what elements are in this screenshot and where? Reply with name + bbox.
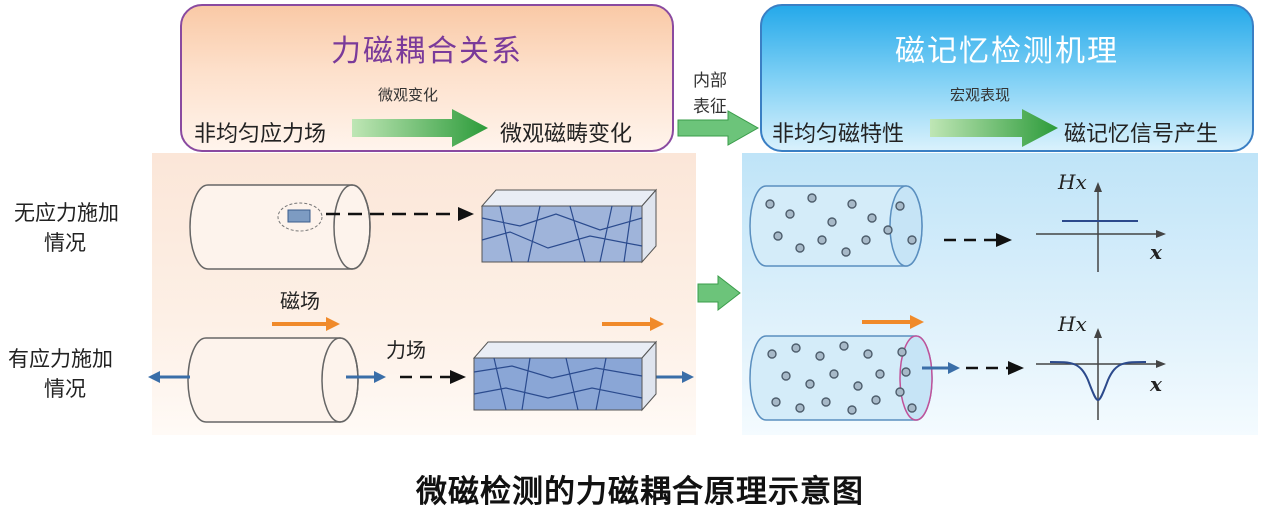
right-from-text: 非均匀磁特性 bbox=[772, 122, 905, 147]
internal-label-1: 内部 bbox=[693, 71, 727, 91]
top-graph-x-label: x bbox=[1150, 240, 1162, 264]
right-green-arrow-icon bbox=[930, 109, 1058, 147]
magnetic-field-label: 磁场 bbox=[280, 289, 320, 313]
with-stress-label-2: 情况 bbox=[44, 377, 86, 401]
with-stress-label-1: 有应力施加 bbox=[8, 347, 113, 371]
right-transition-label: 宏观表现 bbox=[950, 86, 1011, 104]
cylinder-with-stress bbox=[187, 337, 359, 423]
right-box-title: 磁记忆检测机理 bbox=[895, 34, 1119, 69]
cylinder-no-stress bbox=[189, 184, 371, 270]
left-to-text: 微观磁畴变化 bbox=[500, 122, 633, 147]
internal-label-2: 表征 bbox=[693, 97, 727, 117]
right-to-text: 磁记忆信号产生 bbox=[1064, 122, 1219, 147]
magnetized-cylinder-no-stress bbox=[749, 185, 923, 267]
magnetized-cylinder-with-stress bbox=[749, 335, 933, 421]
bottom-graph-y-label: Hx bbox=[1058, 312, 1087, 336]
no-stress-label-2: 情况 bbox=[44, 231, 86, 255]
force-magnetic-coupling-box: 力磁耦合关系 微观变化 非均匀应力场 微观磁畴变化 bbox=[180, 4, 674, 152]
domain-block-no-stress bbox=[480, 188, 658, 264]
left-from-text: 非均匀应力场 bbox=[194, 122, 327, 147]
force-field-label: 力场 bbox=[386, 338, 426, 362]
domain-block-with-stress bbox=[472, 340, 658, 412]
left-transition-label: 微观变化 bbox=[378, 86, 439, 104]
top-graph-y-label: Hx bbox=[1058, 170, 1087, 194]
left-green-arrow-icon bbox=[352, 109, 488, 147]
no-stress-label-1: 无应力施加 bbox=[14, 201, 119, 225]
left-box-title: 力磁耦合关系 bbox=[331, 34, 523, 69]
middle-green-arrow-icon bbox=[677, 110, 760, 146]
figure-caption: 微磁检测的力磁耦合原理示意图 bbox=[416, 474, 864, 510]
bottom-graph-x-label: x bbox=[1150, 372, 1162, 396]
